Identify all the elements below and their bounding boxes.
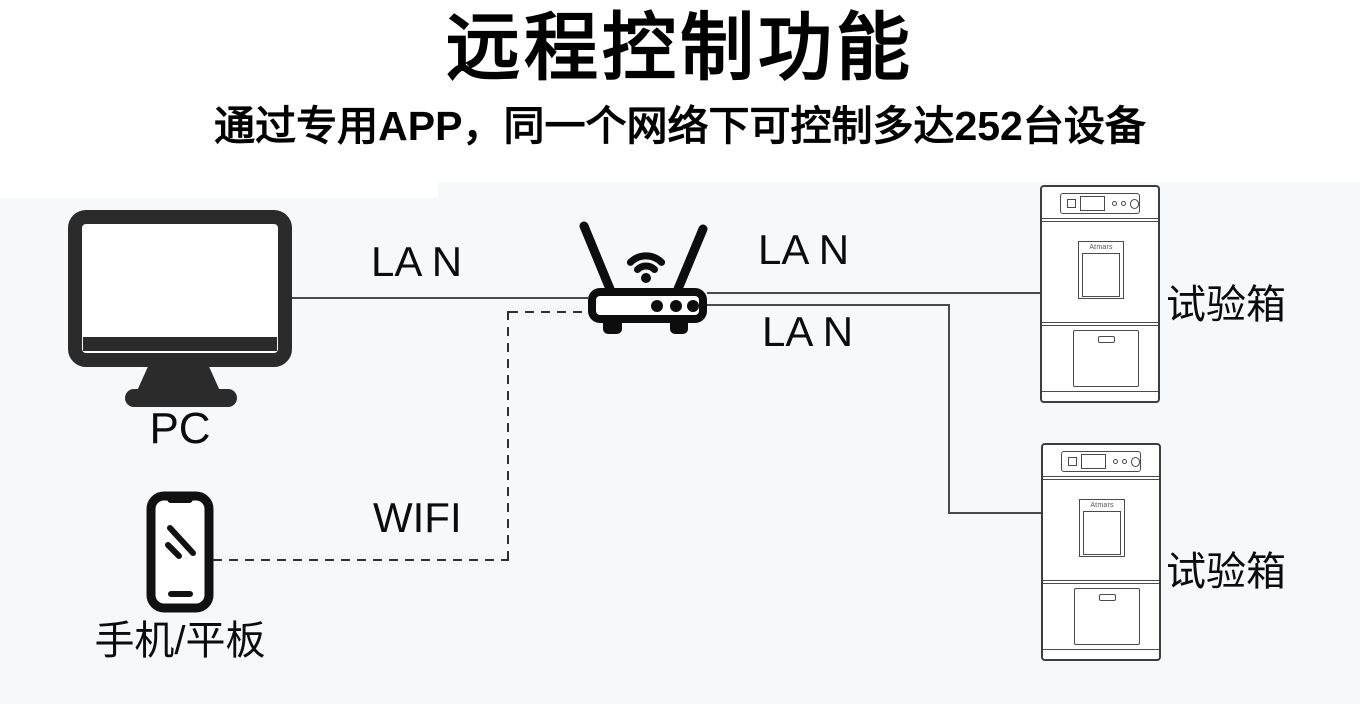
chamber-led-icon bbox=[1112, 459, 1118, 464]
lan-label-chamber2: LA N bbox=[762, 308, 854, 355]
lan-label-pc: LA N bbox=[371, 238, 463, 285]
page-title: 远程控制功能 bbox=[446, 6, 914, 89]
chamber-handle bbox=[1098, 594, 1116, 601]
background-notch bbox=[0, 182, 438, 198]
link-router-chamber2-line-h1 bbox=[707, 304, 950, 306]
chamber-led-icon bbox=[1120, 201, 1126, 206]
chamber-2-label: 试验箱 bbox=[1166, 550, 1286, 594]
router-icon bbox=[578, 220, 718, 340]
pc-icon bbox=[60, 202, 300, 412]
lan-label-chamber1: LA N bbox=[758, 226, 850, 273]
chamber-control-panel bbox=[1061, 451, 1141, 472]
wifi-label: WIFI bbox=[373, 494, 462, 541]
phone-label: 手机/平板 bbox=[94, 619, 266, 663]
link-phone-router-dash-h2 bbox=[509, 311, 588, 313]
link-router-chamber1-line bbox=[707, 292, 1040, 294]
chamber-led-icon bbox=[1111, 201, 1117, 206]
chamber-divider bbox=[1042, 322, 1158, 326]
link-router-chamber2-line-h2 bbox=[948, 512, 1041, 514]
chamber-base-line bbox=[1042, 391, 1158, 392]
chamber-knob-icon bbox=[1130, 456, 1140, 467]
chamber-drawer bbox=[1074, 588, 1140, 645]
chamber-display-icon bbox=[1079, 196, 1105, 211]
link-pc-router-line bbox=[292, 297, 588, 299]
chamber-led-icon bbox=[1121, 459, 1127, 464]
chamber-button-icon bbox=[1068, 457, 1077, 466]
test-chamber-1-icon: Atmars bbox=[1040, 185, 1160, 403]
phone-icon bbox=[140, 485, 230, 620]
chamber-divider bbox=[1042, 218, 1158, 222]
chamber-brand: Atmars bbox=[1090, 502, 1114, 509]
chamber-base-line bbox=[1043, 649, 1159, 650]
chamber-handle bbox=[1097, 336, 1115, 343]
chamber-1-label: 试验箱 bbox=[1166, 283, 1286, 327]
chamber-display-icon bbox=[1080, 454, 1106, 469]
chamber-divider bbox=[1043, 580, 1159, 584]
test-chamber-2-icon: Atmars bbox=[1041, 443, 1161, 661]
page-subtitle: 通过专用APP，同一个网络下可控制多达252台设备 bbox=[214, 103, 1146, 149]
chamber-door: Atmars bbox=[1079, 499, 1125, 557]
link-phone-router-dash-v bbox=[507, 311, 509, 561]
pc-label: PC bbox=[149, 404, 211, 453]
chamber-door: Atmars bbox=[1078, 241, 1124, 299]
link-phone-router-dash-h1 bbox=[213, 559, 509, 561]
chamber-window bbox=[1082, 253, 1120, 297]
chamber-divider bbox=[1043, 476, 1159, 480]
chamber-button-icon bbox=[1067, 199, 1076, 208]
chamber-brand: Atmars bbox=[1089, 244, 1113, 251]
chamber-window bbox=[1083, 511, 1121, 555]
chamber-knob-icon bbox=[1129, 198, 1139, 209]
link-router-chamber2-line-v bbox=[948, 304, 950, 514]
chamber-drawer bbox=[1073, 330, 1139, 387]
chamber-control-panel bbox=[1060, 193, 1140, 214]
